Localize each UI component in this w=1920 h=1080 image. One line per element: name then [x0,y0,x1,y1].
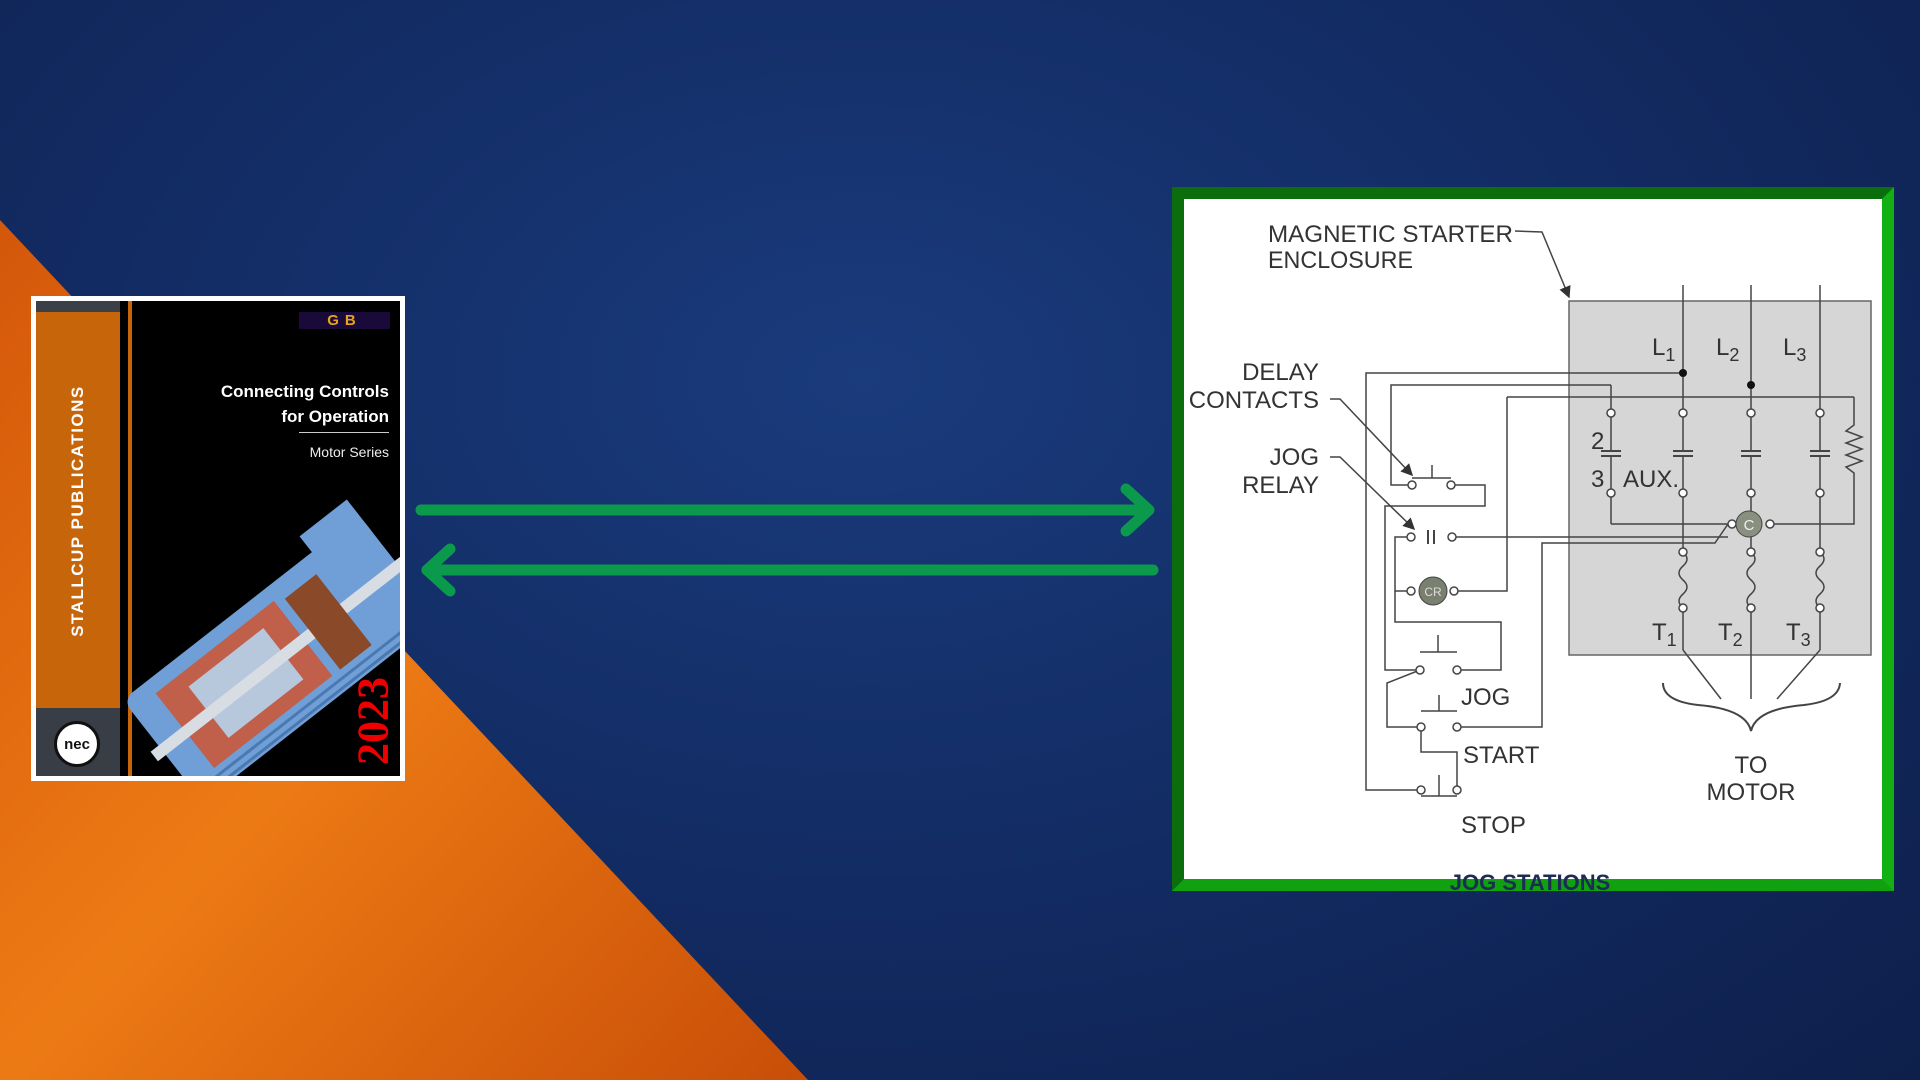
book-title-line-2: for Operation [281,407,389,426]
jog-relay-label-1: JOG [1270,444,1319,471]
jog-station-wiring-diagram: C CR MAGNETIC STARTER ENCLOSURE DELAY CO… [1189,221,1872,895]
title-rule [299,432,389,433]
jog-button-label: JOG [1461,684,1510,711]
arrow-left-head [421,543,456,597]
to-label: TO [1735,752,1768,779]
book-cover: STALLCUP PUBLICATIONS nec GB Connecting … [31,296,405,781]
start-button-label: START [1463,742,1540,769]
motor-label: MOTOR [1707,779,1796,806]
terminal-label-t3: T3 [1786,619,1811,650]
control-relay-cr [1418,576,1448,606]
enclosure-label-1: MAGNETIC STARTER [1268,221,1513,248]
motor-cutaway-image [127,499,400,776]
gb-logo: GB [299,312,390,329]
contactor-coil-c [1735,510,1763,538]
delay-label-2: CONTACTS [1189,387,1319,414]
enclosure-label-2: ENCLOSURE [1268,247,1413,274]
book-title: Connecting Controls for Operation [221,379,389,429]
jog-relay-label-2: RELAY [1242,472,1319,499]
book-title-line-1: Connecting Controls [220,382,389,401]
terminal-label-t2: T2 [1718,619,1743,650]
coil-cr-label: CR [1424,585,1442,599]
aux-3-label: 3 [1591,466,1604,493]
spine-band [36,312,120,708]
terminal-label-t1: T1 [1652,619,1677,650]
aux-2-label: 2 [1591,428,1604,455]
nec-logo-icon: nec [54,721,100,767]
arrow-right-head [1120,483,1155,537]
coil-c-label: C [1744,517,1755,534]
stop-button-label: STOP [1461,812,1526,839]
diagram-caption: JOG STATIONS [1450,870,1611,895]
aux-label: AUX. [1623,466,1679,493]
book-series: Motor Series [309,444,389,460]
line-label-l2: L2 [1716,334,1739,365]
line-label-l3: L3 [1783,334,1806,365]
line-label-l1: L1 [1652,334,1675,365]
spine-divider [128,301,132,776]
delay-label-1: DELAY [1242,359,1319,386]
spine-top-strip [36,301,120,312]
